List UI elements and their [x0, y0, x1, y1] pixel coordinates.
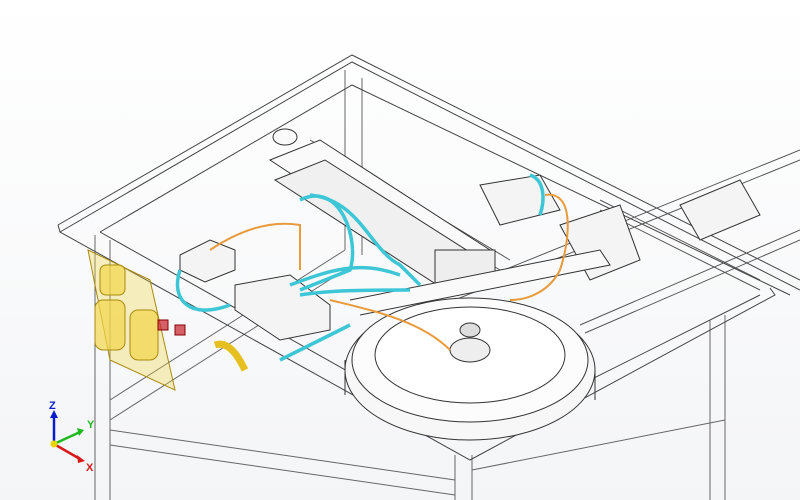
table-legs [94, 70, 726, 500]
y-axis-icon [53, 430, 81, 446]
orange-hoses [209, 193, 569, 351]
y-axis-label: Y [87, 419, 95, 431]
axis-triad: Z Y X [49, 400, 95, 474]
cyan-hoses [175, 173, 545, 362]
x-axis-icon [53, 442, 81, 461]
x-axis-label: X [86, 462, 94, 474]
hydraulic-cylinder [268, 128, 496, 291]
filter-unit [87, 249, 249, 391]
z-axis-label: Z [49, 400, 56, 412]
bending-die [344, 249, 611, 441]
